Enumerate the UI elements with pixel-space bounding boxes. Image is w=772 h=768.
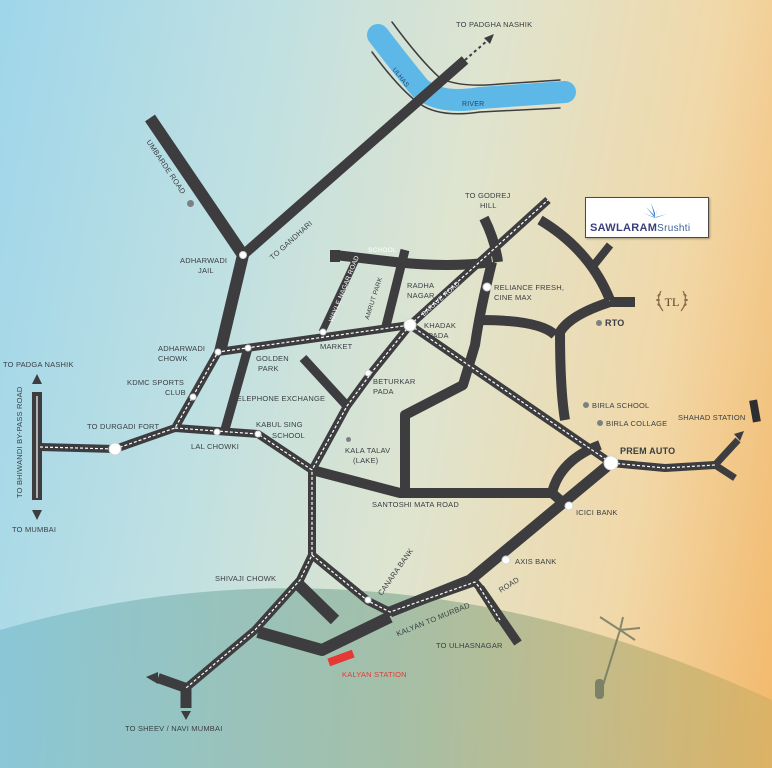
label-birla-college: BIRLA COLLAGE xyxy=(606,419,668,428)
label-to-padgha-nashik-left: TO PADGA NASHIK xyxy=(3,360,74,369)
sawlaram-srushti-logo: SAWLARAMSrushti xyxy=(585,197,709,238)
arrow-left-icon xyxy=(146,672,158,684)
label-rto: RTO xyxy=(605,318,625,328)
label-khadak-pada-1: KHADAK xyxy=(424,321,457,330)
label-school-road: SCHOOL xyxy=(368,247,397,254)
label-adharwadi-jail-1: ADHARWADI xyxy=(180,256,228,265)
label-kala-talav-1: KALA TALAV xyxy=(345,446,391,455)
kalyan-station-marker xyxy=(327,649,355,667)
arrow-down-icon xyxy=(181,711,191,720)
label-kabul-sing-school-1: KABUL SING xyxy=(256,420,303,429)
birla-college-marker xyxy=(597,420,603,426)
label-to-mumbai: TO MUMBAI xyxy=(12,525,57,534)
label-axis-bank: AXIS BANK xyxy=(515,557,557,566)
arrow-down-icon xyxy=(32,510,42,520)
label-kalyan-station: KALYAN STATION xyxy=(342,670,407,679)
label-telephone-exchange: TELEPHONE EXCHANGE xyxy=(232,394,326,403)
direction-arrows xyxy=(32,34,744,720)
brand-name-bold: SAWLARAM xyxy=(590,222,658,234)
river-label-2: RIVER xyxy=(462,101,485,108)
arrow-up-right-icon xyxy=(484,34,494,44)
arrow-up-right-icon xyxy=(734,431,744,441)
laurel-emblem-icon: TL xyxy=(656,290,688,312)
lotus-icon xyxy=(643,203,667,218)
birla-school-marker xyxy=(583,402,589,408)
label-khadak-pada-2: PADA xyxy=(428,331,449,340)
label-kdmc-sports-club-2: CLUB xyxy=(165,388,186,397)
label-birla-school: BIRLA SCHOOL xyxy=(592,401,650,410)
arrow-up-icon xyxy=(32,374,42,384)
label-radha-nagar-1: RADHA xyxy=(407,281,435,290)
label-icici-bank: ICICI BANK xyxy=(576,508,618,517)
label-bhiwandi-bypass: TO BHIWANDI BY-PASS ROAD xyxy=(15,386,24,499)
label-beturkar-pada-2: PADA xyxy=(373,387,394,396)
label-to-godrej-hill-1: TO GODREJ xyxy=(465,191,511,200)
label-market: MARKET xyxy=(320,342,353,351)
label-shivaji-chowk: SHIVAJI CHOWK xyxy=(215,574,277,583)
label-cine-max: CINE MAX xyxy=(494,293,532,302)
label-santoshi-mata-road: SANTOSHI MATA ROAD xyxy=(372,500,459,509)
label-kdmc-sports-club-1: KDMC SPORTS xyxy=(127,378,185,387)
label-to-durgadi-fort: TO DURGADI FORT xyxy=(87,422,160,431)
umbarde-point-marker xyxy=(187,200,194,207)
label-kabul-sing-school-2: SCHOOL xyxy=(272,431,305,440)
label-to-godrej-hill-2: HILL xyxy=(480,201,497,210)
label-prem-auto: PREM AUTO xyxy=(620,446,676,456)
kala-talav-marker xyxy=(346,437,351,442)
windmill-icon xyxy=(595,616,641,699)
label-adharwadi-jail-2: JAIL xyxy=(198,266,214,275)
label-to-padgha-nashik-top: TO PADGHA NASHIK xyxy=(456,20,533,29)
svg-text:TL: TL xyxy=(665,295,680,309)
label-shahad-station: SHAHAD STATION xyxy=(678,413,746,422)
label-reliance-fresh: RELIANCE FRESH, xyxy=(494,283,565,292)
label-lal-chowki: LAL CHOWKI xyxy=(191,442,239,451)
label-to-sheev-navi-mumbai: TO SHEEV / NAVI MUMBAI xyxy=(125,724,223,733)
label-beturkar-pada-1: BETURKAR xyxy=(373,377,416,386)
rto-marker xyxy=(596,320,602,326)
label-golden-park-2: PARK xyxy=(258,364,279,373)
label-kala-talav-2: (LAKE) xyxy=(353,456,379,465)
label-radha-nagar-2: NAGAR xyxy=(407,291,435,300)
label-adharwadi-chowk-1: ADHARWADI xyxy=(158,344,206,353)
label-to-ulhasnagar: TO ULHASNAGAR xyxy=(436,641,503,650)
shahad-station-marker xyxy=(749,399,761,423)
label-golden-park-1: GOLDEN xyxy=(256,354,289,363)
label-adharwadi-chowk-2: CHOWK xyxy=(158,354,188,363)
brand-name-light: Srushti xyxy=(657,223,691,234)
